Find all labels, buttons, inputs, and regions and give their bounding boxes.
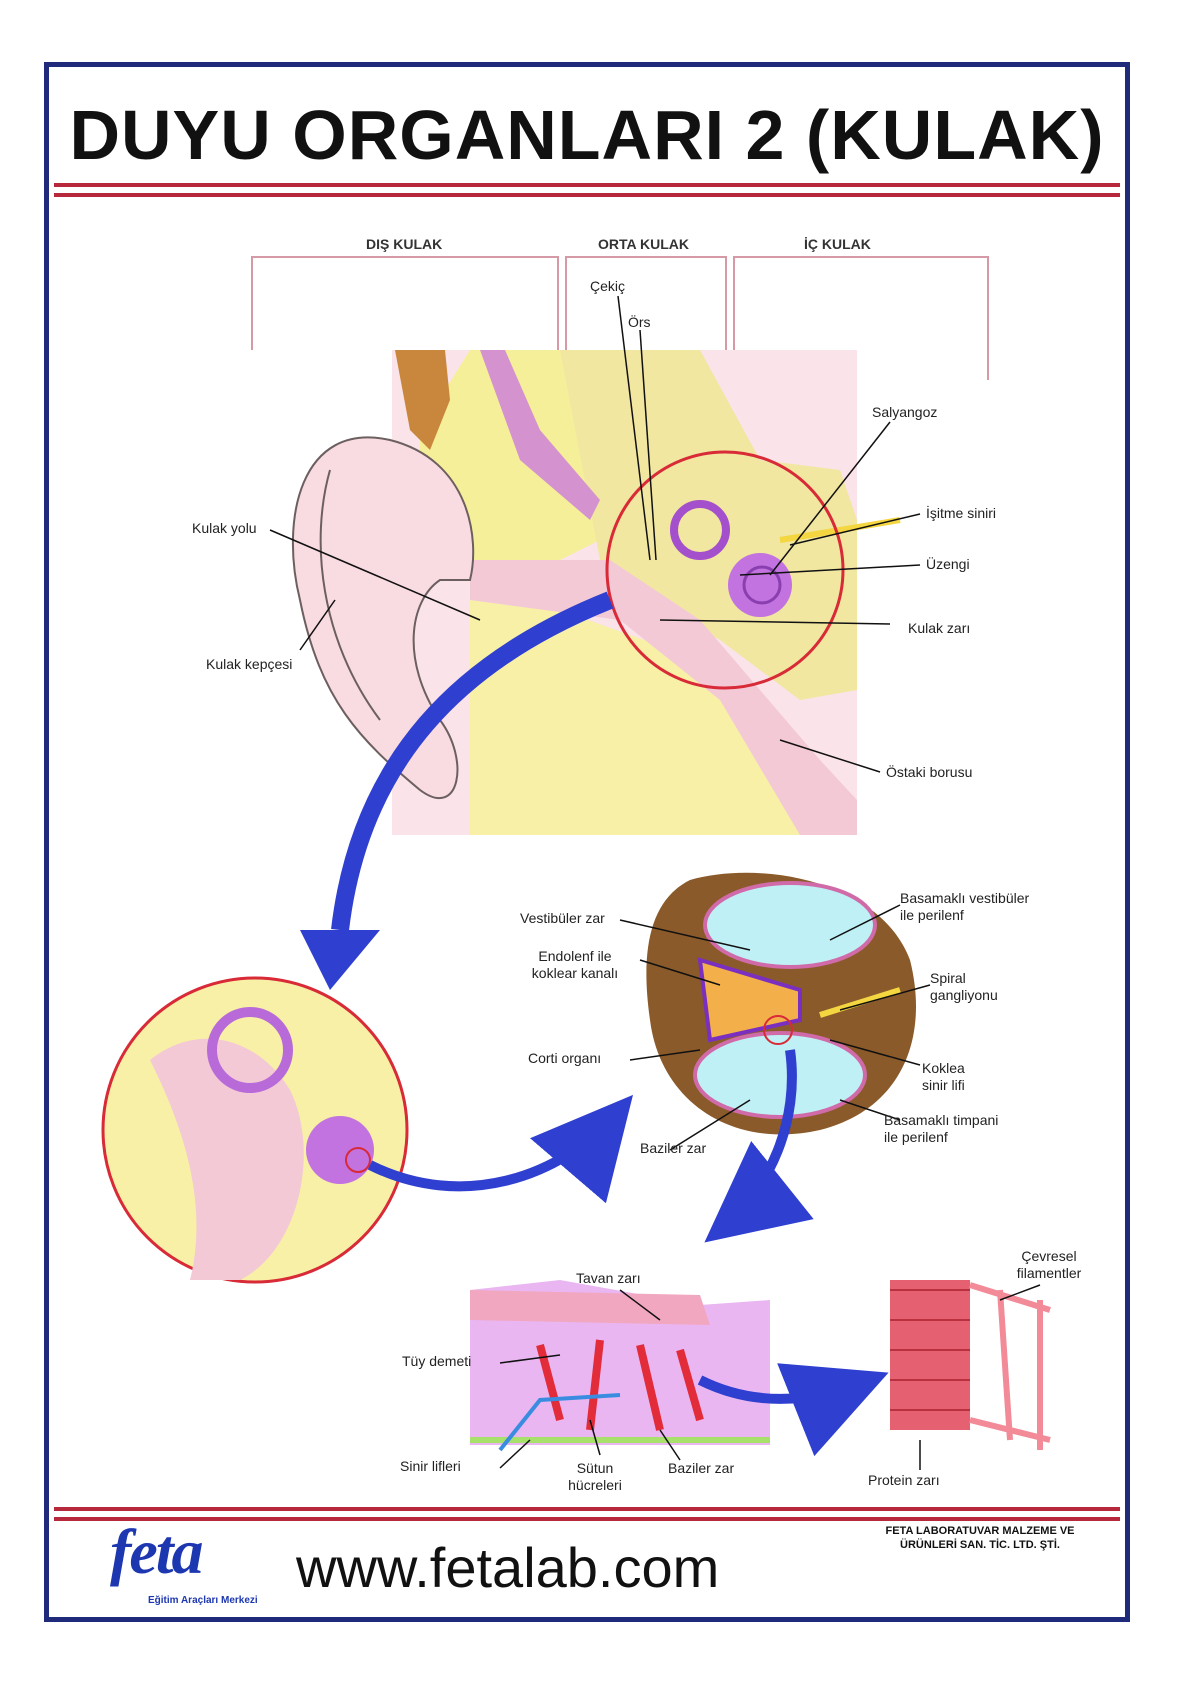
label-nerve-fibers: Sinir lifleri	[400, 1458, 461, 1474]
footer-rule-top	[54, 1507, 1120, 1511]
feta-logo: feta	[110, 1516, 203, 1587]
label-tectorial: Tavan zarı	[576, 1270, 641, 1286]
label-malleus: Çekiç	[590, 278, 626, 294]
footer-rule-bottom	[54, 1517, 1120, 1521]
section-middle-ear: ORTA KULAK	[598, 236, 689, 252]
leader-lines	[269, 295, 1041, 1470]
label-incus: Örs	[628, 314, 651, 330]
ear-cross-section	[291, 350, 901, 835]
label-basilar: Baziler zar	[640, 1140, 707, 1156]
label-ear-canal: Kulak yolu	[192, 520, 257, 536]
label-stapes: Üzengi	[926, 556, 970, 572]
label-basilar-2: Baziler zar	[668, 1460, 735, 1476]
cochlea-cross-section	[646, 872, 916, 1135]
title-rule-bottom	[54, 193, 1120, 197]
label-vestibular-membrane: Vestibüler zar	[520, 910, 605, 926]
label-eustachian: Östaki borusu	[886, 764, 973, 780]
section-brackets	[251, 256, 989, 380]
label-cochlea: Salyangoz	[872, 404, 938, 420]
website-url[interactable]: www.fetalab.com	[296, 1536, 720, 1599]
magnified-inner-ear	[101, 976, 409, 1284]
logo-slogan: Eğitim Araçları Merkezi	[148, 1595, 258, 1606]
protein-membrane	[890, 1280, 1051, 1450]
label-corti: Corti organı	[528, 1050, 602, 1066]
label-hair-bundle: Tüy demeti	[402, 1353, 472, 1369]
label-auditory-nerve: İşitme siniri	[926, 505, 997, 521]
section-inner-ear: İÇ KULAK	[804, 236, 871, 252]
poster-frame	[44, 62, 1130, 1622]
organ-of-corti	[470, 1280, 770, 1452]
label-eardrum: Kulak zarı	[908, 620, 971, 636]
page-title: DUYU ORGANLARI 2 (KULAK)	[69, 96, 1105, 174]
label-pinna: Kulak kepçesi	[206, 656, 293, 672]
label-protein-membrane: Protein zarı	[868, 1472, 940, 1488]
section-outer-ear: DIŞ KULAK	[366, 236, 443, 252]
title-rule-top	[54, 183, 1120, 187]
